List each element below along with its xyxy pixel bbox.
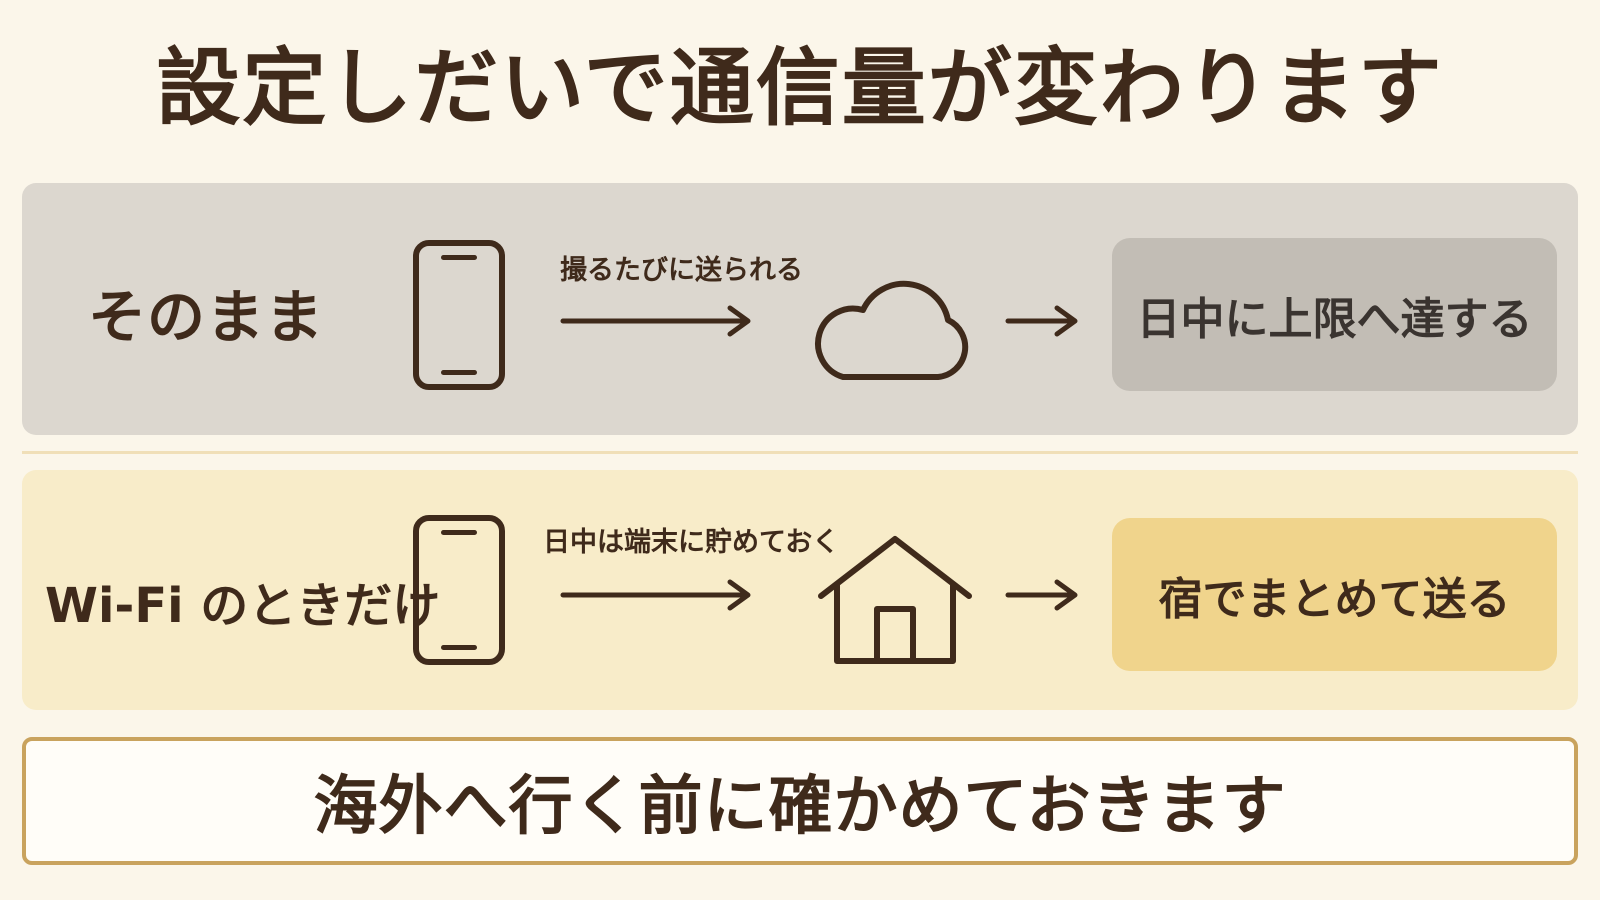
phone-home-bar bbox=[441, 645, 477, 650]
phone-speaker-bar bbox=[441, 530, 477, 535]
phone-home-bar bbox=[441, 370, 477, 375]
section-divider bbox=[22, 451, 1578, 454]
cloud-icon bbox=[815, 280, 969, 380]
row-default-result: 日中に上限へ達する bbox=[1112, 238, 1557, 391]
long-arrow-icon bbox=[560, 305, 751, 337]
smartphone-icon bbox=[413, 515, 505, 665]
row-wifi-caption: 日中は端末に貯めておく bbox=[543, 527, 840, 558]
row-wifi-label: Wi-Fi のときだけ bbox=[45, 578, 441, 634]
page-title: 設定しだいで通信量が変わります bbox=[156, 39, 1444, 137]
short-arrow-icon bbox=[1005, 579, 1078, 611]
smartphone-icon bbox=[413, 240, 505, 390]
footer-note: 海外へ行く前に確かめておきます bbox=[22, 737, 1578, 865]
row-wifi-result: 宿でまとめて送る bbox=[1112, 518, 1557, 671]
short-arrow-icon bbox=[1005, 305, 1078, 337]
phone-speaker-bar bbox=[441, 255, 477, 260]
long-arrow-icon bbox=[560, 579, 751, 611]
row-default-caption: 撮るたびに送られる bbox=[560, 255, 803, 286]
house-icon bbox=[818, 536, 972, 664]
row-default-label: そのまま bbox=[88, 283, 325, 351]
